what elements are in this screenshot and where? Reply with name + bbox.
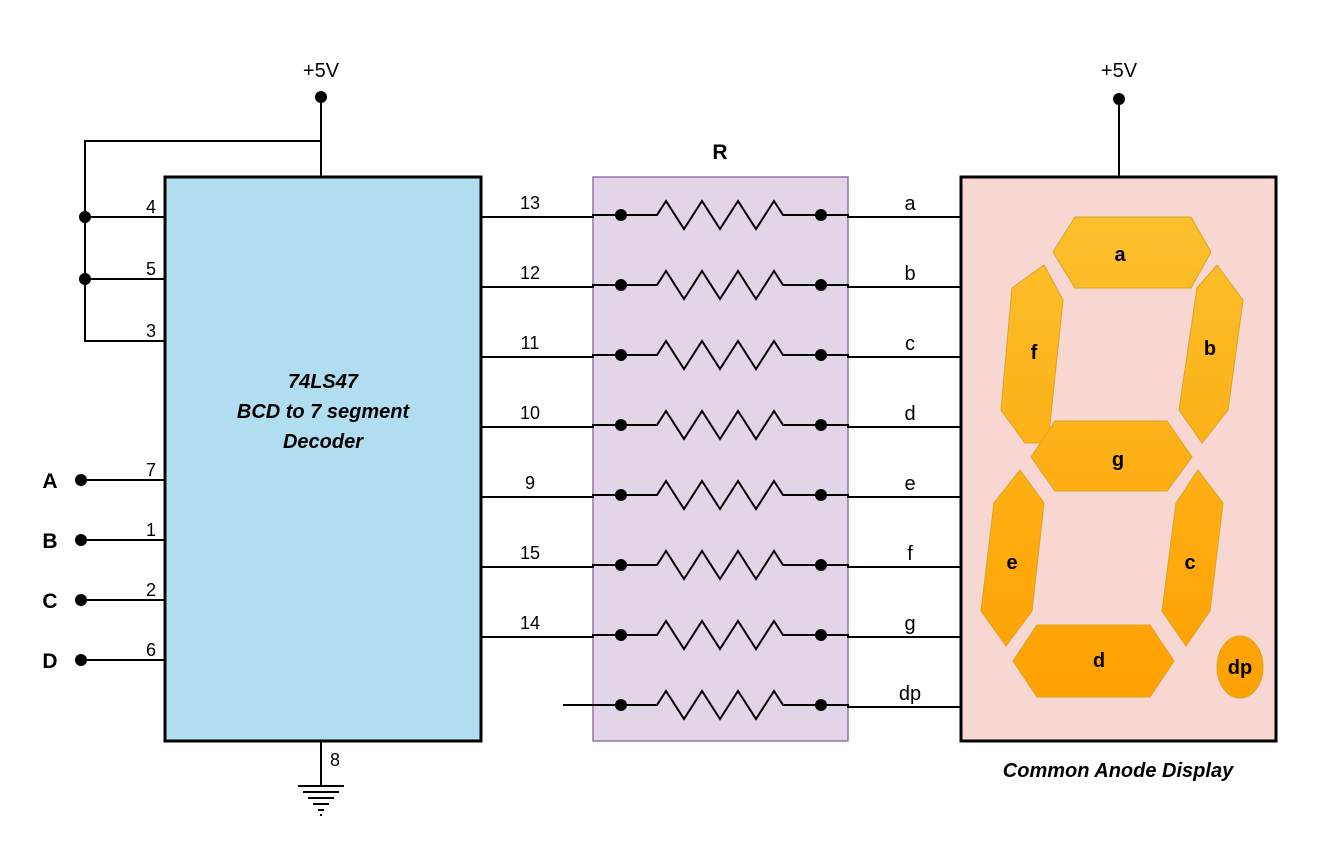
resistor-rows: 13 a 12 b 11 c 10 d 9 e 15 f 14 g dp [481,193,961,721]
segment-g-label: g [1112,449,1124,471]
segment-labels: a f b g e c d dp [1006,244,1252,679]
wire-pin-12 [481,284,621,288]
tied-pins: 4 5 3 [79,197,165,341]
wire-pin-15 [481,564,621,568]
right-supply-label: +5V [1101,60,1138,82]
wire-pin-9 [481,494,621,498]
tie-wire [84,140,321,342]
input-d-label: D [42,650,57,673]
left-supply: +5V [84,60,340,342]
ground: 8 [298,741,344,816]
wire-segment-d [821,424,961,428]
segment-c-label: c [1184,552,1195,574]
resistor-b-icon [621,269,821,301]
segment-a [1052,216,1212,289]
input-c-label: C [42,590,57,613]
pin-4-junction [79,211,91,223]
resistor-network-label: R [712,141,727,164]
segment-signal-a-label: a [904,193,916,215]
wire-segment-dp [821,704,961,708]
segment-b [1178,264,1244,444]
decoder-title-line1: 74LS47 [288,371,359,393]
pin-5-label: 5 [146,259,156,279]
decoder-title-line2: BCD to 7 segment [237,401,411,423]
resistor-network [592,176,849,742]
wire-segment-g [821,634,961,638]
segment-e [980,469,1045,647]
segment-signal-b-label: b [904,263,915,285]
wire-segment-b [821,284,961,288]
wire-pin-14 [481,634,621,638]
pin-12-label: 12 [520,263,540,283]
pin-5-junction [79,273,91,285]
decoder-chip [163,175,483,743]
segment-signal-d-label: d [904,403,915,425]
segment-f-label: f [1031,342,1038,364]
segment-d [1012,624,1175,698]
pin-2-label: 2 [146,580,156,600]
resistor-c-icon [621,339,821,371]
segment-a-label: a [1114,244,1126,266]
resistor-e-icon [621,479,821,511]
wire-pin-13 [481,214,621,218]
pin-15-label: 15 [520,543,540,563]
resistor-g-icon [621,619,821,651]
decoder-title-line3: Decoder [283,431,364,453]
ground-symbol-icon [298,785,344,816]
display-caption: Common Anode Display [1003,760,1234,782]
segment-dp-label: dp [1228,657,1252,679]
wire-pin-10 [481,424,621,428]
segment-dp [1216,635,1264,699]
pin-7-label: 7 [146,460,156,480]
left-supply-label: +5V [303,60,340,82]
pin-14-label: 14 [520,613,540,633]
right-supply: +5V [1101,60,1138,177]
pin-11-label: 11 [521,333,540,353]
wire-segment-f [821,564,961,568]
display-segments [980,216,1264,699]
pin-10-label: 10 [520,403,540,423]
segment-g [1030,420,1193,492]
resistor-d-icon [621,409,821,441]
pin-13-label: 13 [520,193,540,213]
pin-3-label: 3 [146,321,156,341]
input-a-label: A [42,470,57,493]
segment-signal-e-label: e [904,473,915,495]
segment-signal-c-label: c [905,333,915,355]
wire-segment-a [821,214,961,218]
pin-6-label: 6 [146,640,156,660]
resistor-f-icon [621,549,821,581]
input-b-label: B [42,530,57,553]
pin-1-label: 1 [146,520,156,540]
segment-c [1161,469,1224,647]
bcd-inputs: A 7 B 1 C 2 D 6 [42,460,165,673]
segment-b-label: b [1204,338,1216,360]
segment-e-label: e [1006,552,1017,574]
segment-d-label: d [1093,650,1105,672]
pin-4-label: 4 [146,197,156,217]
segment-signal-dp-label: dp [899,683,921,705]
pin-8-label: 8 [330,750,340,770]
wire-pin-11 [481,354,621,358]
resistor-dp-icon [621,689,821,721]
segment-signal-f-label: f [907,543,913,565]
wire-segment-c [821,354,961,358]
segment-f [1000,264,1064,444]
wire-segment-e [821,494,961,498]
pin-9-label: 9 [525,473,535,493]
segment-signal-g-label: g [904,613,915,635]
resistor-a-icon [621,199,821,231]
